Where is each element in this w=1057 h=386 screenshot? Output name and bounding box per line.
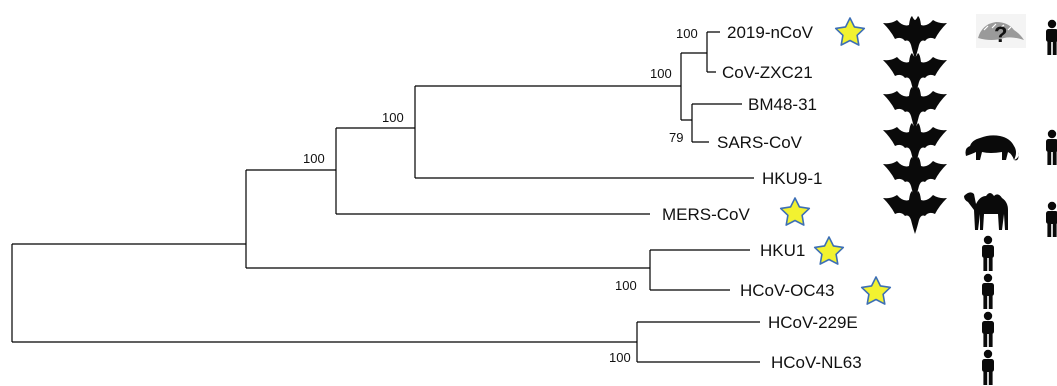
- leaf-label-2019-ncov: 2019-nCoV: [727, 23, 814, 42]
- bootstrap-b-hku9: 100: [382, 110, 404, 125]
- leaf-label-hcov-oc43: HCoV-OC43: [740, 281, 834, 300]
- bootstrap-bm48-sars: 79: [669, 130, 683, 145]
- bootstrap-beta-b: 100: [650, 66, 672, 81]
- leaf-label-hcov-nl63: HCoV-NL63: [771, 353, 862, 372]
- leaf-label-hku9-1: HKU9-1: [762, 169, 822, 188]
- human-icon: [982, 273, 994, 309]
- star-icon: [779, 197, 811, 226]
- human-icon: [1046, 201, 1057, 237]
- stars: [779, 17, 892, 305]
- leaf-label-bm48-31: BM48-31: [748, 95, 817, 114]
- branch-hku1-oc43: [649, 249, 750, 291]
- bootstrap-229e-nl63: 100: [609, 350, 631, 365]
- branch-ncov-zxc21: [706, 31, 720, 73]
- branch-sarbeco: [680, 52, 707, 121]
- pangolin-question-icon: ?: [976, 14, 1026, 48]
- human-icon: [982, 235, 994, 271]
- bat-icon: [883, 157, 947, 200]
- bootstrap-ncov-zxc21: 100: [676, 26, 698, 41]
- human-icon: [1046, 129, 1057, 165]
- svg-text:?: ?: [994, 22, 1007, 47]
- star-icon: [834, 17, 866, 46]
- branch-b-hku9: [414, 85, 754, 179]
- bootstrap-values: 100 100 79 100 100 100 100: [303, 26, 698, 365]
- human-icon: [1046, 19, 1057, 55]
- human-icon: [982, 349, 994, 385]
- star-icon: [813, 236, 845, 265]
- branch-beta: [245, 169, 650, 269]
- branch-bcd-mers: [335, 127, 650, 215]
- bat-hosts: [883, 16, 947, 234]
- bat-icon: [883, 191, 947, 234]
- bat-icon: [883, 123, 947, 166]
- leaf-label-sars-cov: SARS-CoV: [717, 133, 803, 152]
- tree-branches: [11, 31, 760, 363]
- branch-bm48-sars: [691, 103, 742, 143]
- branch-hcov-229e-nl63: [636, 321, 760, 363]
- star-icon: [860, 276, 892, 305]
- branch-root: [11, 243, 637, 343]
- bat-icon: [883, 16, 947, 59]
- human-icon: [982, 311, 994, 347]
- leaf-label-cov-zxc21: CoV-ZXC21: [722, 63, 813, 82]
- camel-icon: [964, 192, 1008, 230]
- leaf-labels: 2019-nCoV CoV-ZXC21 BM48-31 SARS-CoV HKU…: [662, 23, 862, 372]
- bat-icon: [883, 53, 947, 96]
- intermediate-hosts: ?: [964, 14, 1026, 230]
- leaf-label-mers-cov: MERS-CoV: [662, 205, 751, 224]
- bootstrap-hku1-oc43: 100: [615, 278, 637, 293]
- bat-icon: [883, 87, 947, 130]
- leaf-label-hku1: HKU1: [760, 241, 805, 260]
- leaf-label-hcov-229e: HCoV-229E: [768, 313, 858, 332]
- civet-icon: [965, 135, 1019, 161]
- bootstrap-bcd-mers: 100: [303, 151, 325, 166]
